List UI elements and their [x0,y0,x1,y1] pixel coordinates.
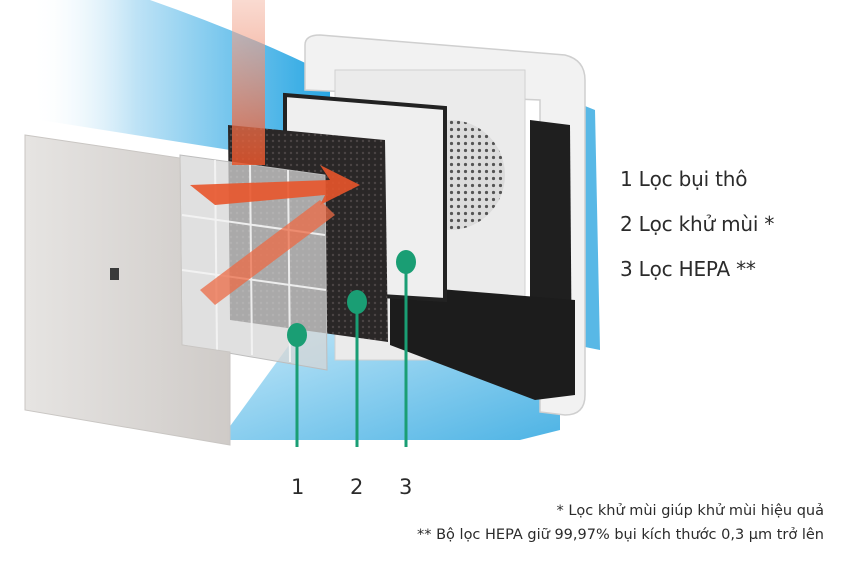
callout-pin-2 [347,290,367,447]
callout-pin-1 [287,323,307,447]
callout-label-2: 2 [350,475,364,499]
footnote-deodorizing: * Lọc khử mùi giúp khử mùi hiệu quả [556,503,824,519]
airflow-red [190,0,360,305]
callout-label-1: 1 [291,475,305,499]
brand-logo [110,268,119,280]
legend-item-hepa-filter: 3 Lọc HEPA ** [620,257,756,281]
footnote-hepa: ** Bộ lọc HEPA giữ 99,97% bụi kích thước… [417,527,824,543]
callout-label-3: 3 [399,475,413,499]
callout-pin-3 [396,250,416,447]
legend-item-deodorizing-filter: 2 Lọc khử mùi * [620,212,775,236]
legend-item-coarse-filter: 1 Lọc bụi thô [620,167,748,191]
filter-legend: 1 Lọc bụi thô 2 Lọc khử mùi * 3 Lọc HEPA… [620,157,774,292]
front-cover-panel [24,134,231,446]
